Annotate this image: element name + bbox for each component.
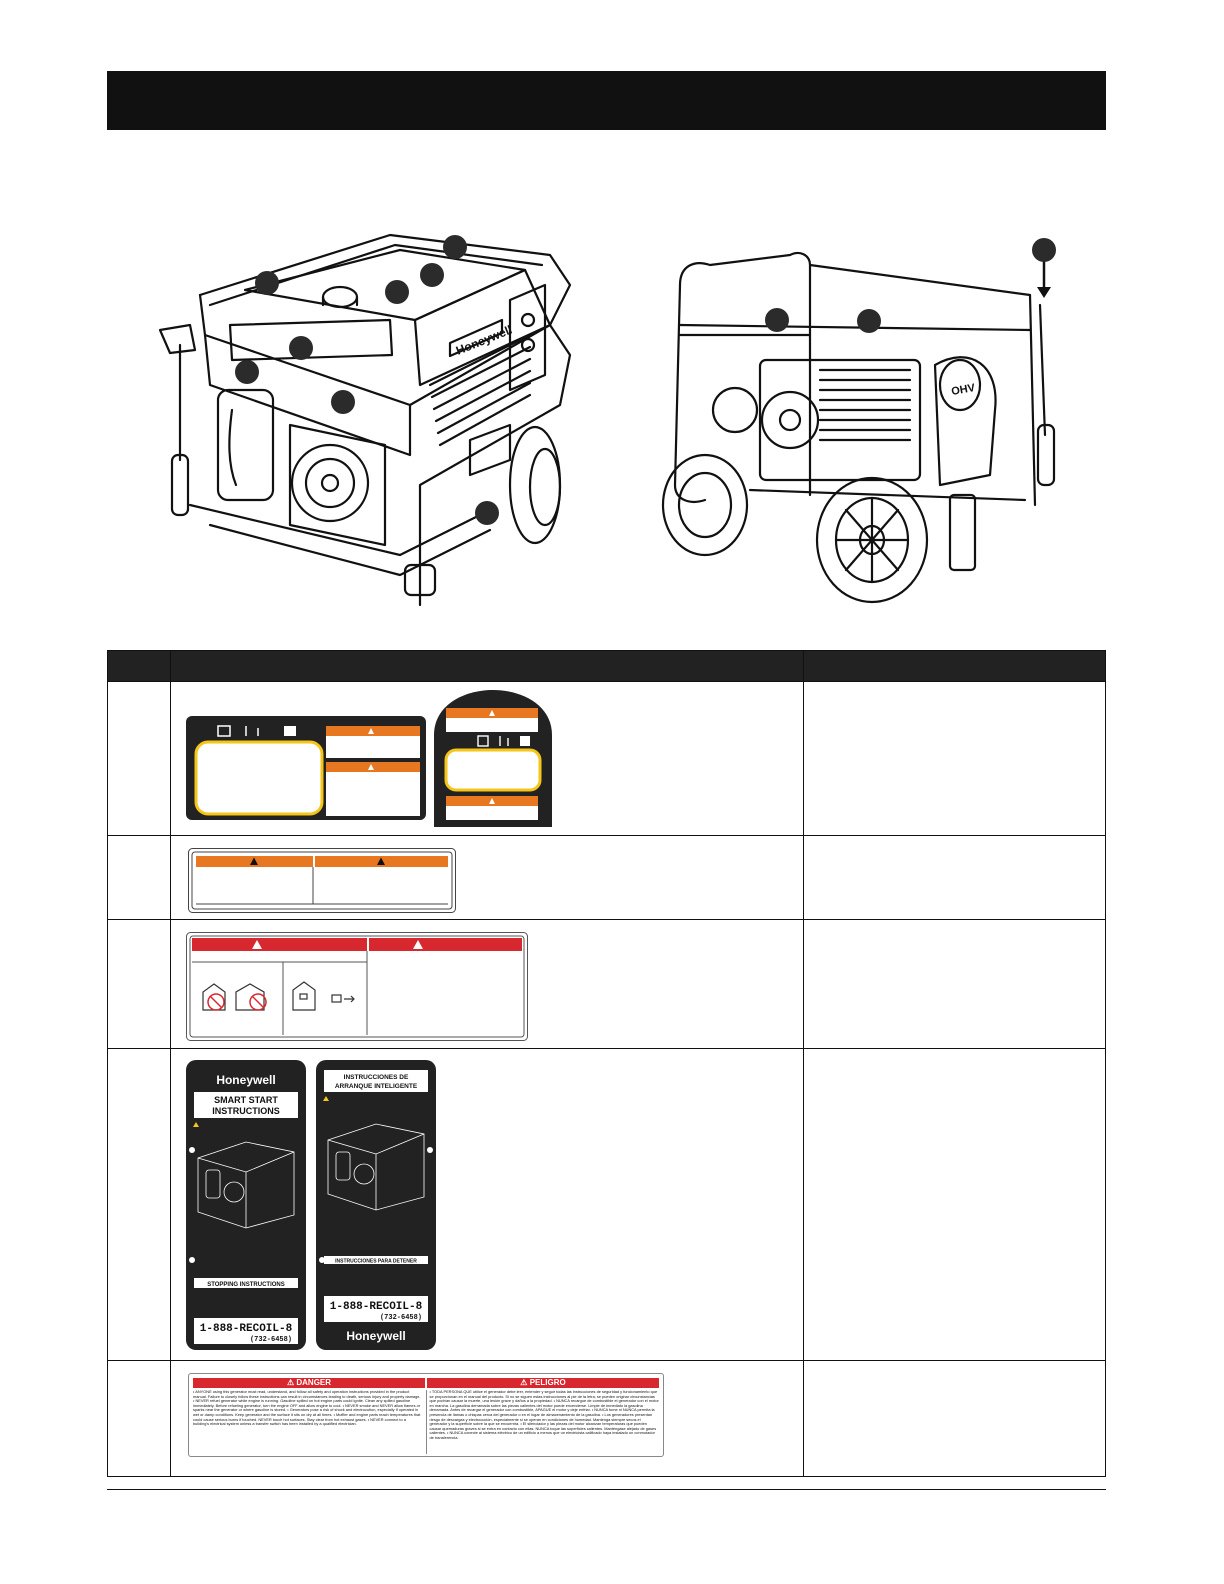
callout-marker xyxy=(331,390,355,414)
warning-triangle-icon xyxy=(413,940,423,949)
decal-outlet-panel xyxy=(434,690,552,827)
house-generator-prohibited-icon xyxy=(202,983,226,1011)
generator-front-illustration: Honeywell xyxy=(158,233,572,607)
generator-rear-illustration: OHV xyxy=(661,238,1056,604)
footer-rule xyxy=(107,1489,1106,1490)
table-row xyxy=(108,1048,1105,1049)
callout-marker xyxy=(235,360,259,384)
decal-warning-strip xyxy=(188,848,456,913)
smart-start-es-phone: 1-888-RECOIL-8 xyxy=(330,1301,423,1313)
warning-triangle-icon xyxy=(250,857,258,865)
danger-text: • ANYONE using this generator must read,… xyxy=(193,1390,427,1454)
smart-start-es-title-2: ARRANQUE INTELIGENTE xyxy=(335,1083,418,1090)
callout-marker xyxy=(255,271,279,295)
column-divider xyxy=(803,651,804,1476)
smart-start-es-title-1: INSTRUCCIONES DE xyxy=(344,1074,409,1081)
table-header xyxy=(108,651,1105,681)
warning-triangle-icon xyxy=(252,940,262,949)
callout-marker xyxy=(1032,238,1056,262)
decal-co-danger xyxy=(186,932,528,1041)
decal-control-panel xyxy=(186,716,426,820)
decal-table xyxy=(107,650,1106,1477)
smart-start-brand: Honeywell xyxy=(216,1073,275,1087)
column-divider xyxy=(170,651,171,1476)
callout-marker xyxy=(385,280,409,304)
table-row xyxy=(108,1360,1105,1361)
callout-marker xyxy=(765,308,789,332)
warning-triangle-icon xyxy=(377,857,385,865)
danger-label: DANGER xyxy=(296,1378,332,1387)
callout-marker xyxy=(420,263,444,287)
smart-start-title-2: INSTRUCTIONS xyxy=(212,1106,280,1116)
smart-start-es-phone-sub: (732-6458) xyxy=(380,1314,422,1322)
callout-marker xyxy=(857,309,881,333)
callout-marker xyxy=(443,235,467,259)
peligro-label: PELIGRO xyxy=(529,1378,566,1387)
smart-start-stop-heading: STOPPING INSTRUCTIONS xyxy=(207,1282,285,1288)
table-row xyxy=(108,835,1105,836)
peligro-text: • TODA PERSONA QUE utilice el generador … xyxy=(429,1390,659,1440)
smart-start-phone: 1-888-RECOIL-8 xyxy=(200,1323,293,1335)
danger-bar: ⚠ DANGER xyxy=(193,1378,425,1388)
warning-triangle-icon: ⚠ xyxy=(286,1378,295,1387)
smart-start-phone-sub: (732-6458) xyxy=(250,1336,292,1344)
svg-text:OHV: OHV xyxy=(950,382,976,398)
house-generator-prohibited-icon xyxy=(235,983,267,1011)
smart-start-title-1: SMART START xyxy=(214,1095,278,1105)
house-generator-outdoor-icon xyxy=(292,981,342,1011)
peligro-bar: ⚠ PELIGRO xyxy=(427,1378,659,1388)
smart-start-es-brand: Honeywell xyxy=(346,1329,405,1343)
section-header-bar xyxy=(107,71,1106,130)
decal-smart-start-en: Honeywell SMART START INSTRUCTIONS STOPP… xyxy=(186,1060,306,1350)
callout-marker xyxy=(289,336,313,360)
decal-danger-peligro: ⚠ DANGER ⚠ PELIGRO • ANYONE using this g… xyxy=(188,1373,664,1457)
decal-smart-start-es: INSTRUCCIONES DE ARRANQUE INTELIGENTE IN… xyxy=(316,1060,436,1350)
table-row xyxy=(108,919,1105,920)
smart-start-es-stop-heading: INSTRUCCIONES PARA DETENER xyxy=(335,1259,417,1265)
warning-triangle-icon: ⚠ xyxy=(520,1378,528,1387)
callout-marker xyxy=(475,501,499,525)
arrow-right-icon xyxy=(344,995,355,1003)
table-row xyxy=(108,681,1105,682)
